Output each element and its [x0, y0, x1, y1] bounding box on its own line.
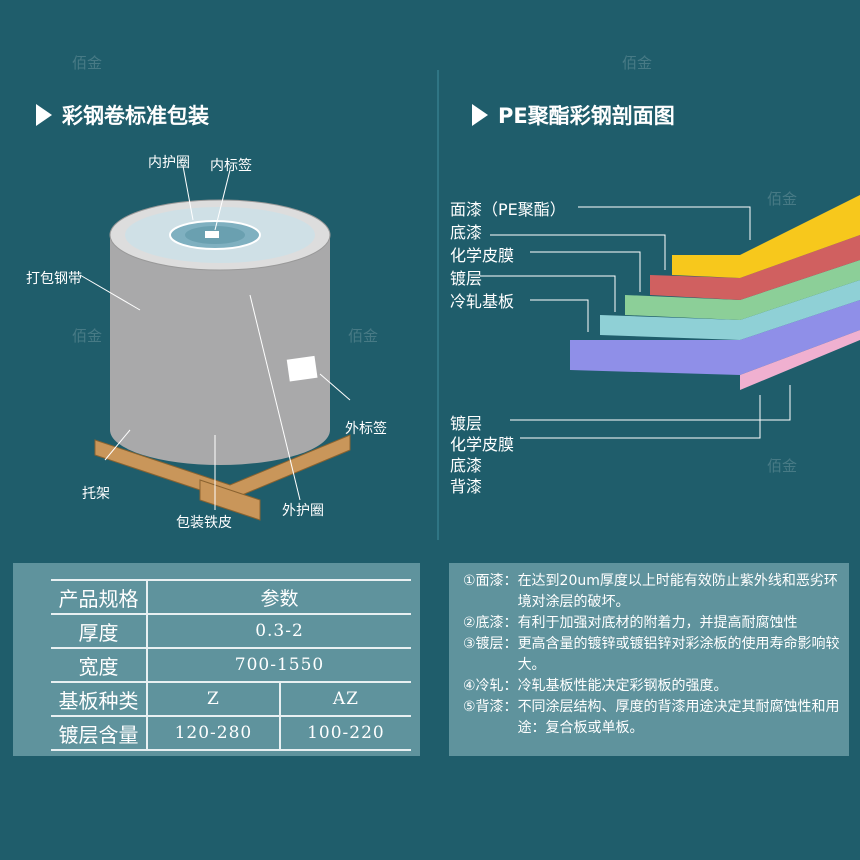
note-key: ④冷轧：	[463, 678, 518, 694]
label-outer-label: 外标签	[345, 421, 387, 437]
layer-film	[625, 260, 860, 320]
layer-primer	[650, 235, 860, 300]
note-text: 在达到20um厚度以上时能有效防止紫外线和恶劣环境对涂层的破坏。	[517, 573, 838, 610]
layer-topcoat	[672, 195, 860, 278]
note-text: 更高含量的镀锌或镀铝锌对彩涂板的使用寿命影响较大。	[517, 636, 840, 673]
note-text: 有利于加强对底材的附着力，并提高耐腐蚀性	[517, 615, 798, 631]
row-name: 宽度	[51, 647, 148, 683]
row-value: 120-280	[147, 715, 281, 751]
layer-backcoat	[740, 330, 860, 390]
header-param: 参数	[147, 579, 411, 615]
note-key: ⑤背漆：	[463, 699, 518, 715]
coil-illustration	[79, 165, 351, 521]
note-item: ③镀层：更高含量的镀锌或镀铝锌对彩涂板的使用寿命影响较大。	[463, 634, 843, 676]
triangle-icon	[472, 104, 488, 126]
triangle-icon	[36, 104, 52, 126]
layer-label: 镀层	[450, 269, 483, 288]
layer-label: 化学皮膜	[450, 435, 515, 454]
note-text: 不同涂层结构、厚度的背漆用途决定其耐腐蚀性和用途：复合板或单板。	[517, 699, 840, 736]
row-name: 镀层含量	[51, 715, 148, 751]
outer-label-sticker	[286, 355, 318, 382]
layer-diagram	[480, 195, 860, 439]
note-item: ④冷轧：冷轧基板性能决定彩钢板的强度。	[463, 676, 843, 697]
notes-panel: ①面漆：在达到20um厚度以上时能有效防止紫外线和恶劣环境对涂层的破坏。 ②底漆…	[449, 563, 849, 756]
note-key: ①面漆：	[463, 573, 518, 589]
row-name: 厚度	[51, 613, 148, 649]
layer-label: 底漆	[450, 223, 483, 242]
note-key: ②底漆：	[463, 615, 518, 631]
watermark: 佰金	[72, 54, 103, 72]
note-key: ③镀层：	[463, 636, 518, 652]
row-value: Z	[147, 681, 281, 717]
label-pallet: 托架	[82, 486, 110, 502]
note-text: 冷轧基板性能决定彩钢板的强度。	[517, 678, 728, 694]
row-value: 0.3-2	[147, 613, 411, 649]
layer-label: 冷轧基板	[450, 292, 515, 311]
label-inner-label: 内标签	[210, 158, 252, 174]
layer-label: 镀层	[450, 414, 483, 433]
pe-section-title: PE聚酯彩钢剖面图	[472, 100, 675, 130]
layer-label: 底漆	[450, 456, 483, 475]
bottom-layer-labels: 镀层 化学皮膜 底漆 背漆	[450, 410, 515, 496]
watermark: 佰金	[72, 327, 103, 345]
layer-label: 化学皮膜	[450, 246, 515, 265]
label-wrap: 包装铁皮	[176, 515, 232, 531]
note-item: ②底漆：有利于加强对底材的附着力，并提高耐腐蚀性	[463, 613, 843, 634]
layer-base	[570, 300, 860, 375]
divider	[437, 70, 439, 540]
label-strap: 打包钢带	[26, 271, 82, 287]
watermark: 佰金	[622, 54, 653, 72]
title-text: 彩钢卷标准包装	[62, 104, 209, 128]
coil-body	[110, 235, 330, 465]
top-layer-labels: 面漆（PE聚酯） 底漆 化学皮膜 镀层 冷轧基板	[450, 196, 566, 311]
header-spec: 产品规格	[51, 579, 148, 615]
coil-packaging-title: 彩钢卷标准包装	[36, 100, 209, 130]
watermark: 佰金	[348, 327, 379, 345]
layer-label: 面漆（PE聚酯）	[450, 200, 566, 219]
row-name: 基板种类	[51, 681, 148, 717]
watermark: 佰金	[767, 190, 798, 208]
watermark: 佰金	[767, 457, 798, 475]
title-text: PE聚酯彩钢剖面图	[498, 104, 675, 128]
layer-label: 背漆	[450, 477, 483, 496]
row-value: AZ	[279, 681, 411, 717]
layer-zinc	[600, 280, 860, 340]
row-value: 700-1550	[147, 647, 411, 683]
note-item: ⑤背漆：不同涂层结构、厚度的背漆用途决定其耐腐蚀性和用途：复合板或单板。	[463, 697, 843, 739]
row-value: 100-220	[279, 715, 411, 751]
note-item: ①面漆：在达到20um厚度以上时能有效防止紫外线和恶劣环境对涂层的破坏。	[463, 571, 843, 613]
label-outer-ring: 外护圈	[282, 503, 324, 519]
label-inner-ring: 内护圈	[148, 155, 190, 171]
